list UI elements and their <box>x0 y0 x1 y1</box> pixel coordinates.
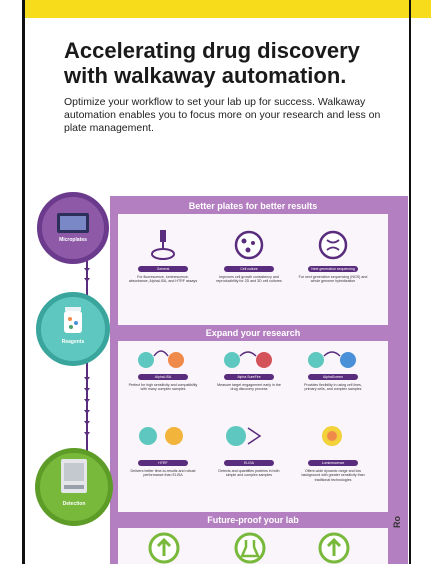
reagents-label: Reagents <box>61 339 85 345</box>
arrow-up-circle-icon <box>318 532 350 564</box>
plates-item-label: Cell culture <box>224 266 274 272</box>
left-border <box>22 0 25 564</box>
arrow-icon <box>84 388 90 392</box>
sequencing-dish-icon <box>318 230 348 260</box>
plates-item-desc: For next generation sequencing (NGS) and… <box>298 275 368 284</box>
research-item-elisa: ELISA Detects and quantifies proteins in… <box>214 460 284 478</box>
plates-item-desc: For fluorescence, luminescence, absorban… <box>128 275 198 284</box>
detection-label: Detection <box>62 501 86 507</box>
detection-circle: Detection <box>35 448 113 526</box>
research-item-desc: Perfect for high sensitivity and compati… <box>128 383 198 392</box>
reagent-tube-icon <box>64 307 82 333</box>
research-item-luminescence: Luminescence Offers wide dynamic range a… <box>298 460 368 482</box>
research-item-label: HTRF <box>138 460 188 466</box>
side-vertical-text: Ro <box>392 516 402 528</box>
upgrade-circle-icon <box>148 532 180 564</box>
research-item-desc: Measure target engagement early in the d… <box>217 383 281 392</box>
research-item-desc: Delivers better time-to-results and robu… <box>130 469 196 478</box>
research-item-alphalisa: AlphaLISA Perfect for high sensitivity a… <box>128 374 198 392</box>
microplate-icon <box>57 213 89 233</box>
plates-item-desc: Improves cell growth consistency and rep… <box>216 275 282 284</box>
research-item-label: AlphaLISA <box>138 374 188 380</box>
alphascreen-diagram-icon <box>308 351 356 368</box>
research-item-alphascreen: AlphaScreen Provides flexibility in usin… <box>298 374 368 392</box>
cell-culture-dish-icon <box>234 230 264 260</box>
detection-instrument-icon <box>61 459 87 493</box>
arrow-icon <box>84 268 90 272</box>
plates-item-label: General <box>138 266 188 272</box>
microplates-circle: Microplates <box>37 192 109 264</box>
surefire-diagram-icon <box>224 351 272 368</box>
elisa-diagram-icon <box>226 426 262 446</box>
reagents-circle: Reagents <box>36 292 110 366</box>
luminescence-diagram-icon <box>322 426 342 446</box>
htrf-diagram-icon <box>139 427 183 445</box>
intro-paragraph: Optimize your workflow to set your lab u… <box>64 96 381 134</box>
arrow-icon <box>84 410 90 414</box>
research-item-desc: Provides flexibility in using cell lines… <box>304 383 362 392</box>
arrow-icon <box>84 377 90 381</box>
arrow-icon <box>84 399 90 403</box>
section-heading-research: Expand your research <box>118 325 388 341</box>
research-item-label: AlphaScreen <box>308 374 358 380</box>
arrow-icon <box>84 421 90 425</box>
plates-item-general: General For fluorescence, luminescence, … <box>128 266 198 284</box>
research-item-htrf: HTRF Delivers better time-to-results and… <box>128 460 198 478</box>
flask-circle-icon <box>234 532 266 564</box>
research-item-label: ELISA <box>224 460 274 466</box>
plates-item-ngs: Next generation sequencing For next gene… <box>298 266 368 284</box>
top-yellow-bar <box>22 0 431 18</box>
section-heading-future: Future-proof your lab <box>118 512 388 528</box>
section-heading-plates: Better plates for better results <box>118 198 388 214</box>
microplates-label: Microplates <box>59 237 87 243</box>
research-item-label: Luminescence <box>308 460 358 466</box>
alphalisa-diagram-icon <box>138 350 184 368</box>
research-item-surefire: Alpha SureFire Measure target engagement… <box>214 374 284 392</box>
page-title: Accelerating drug discovery with walkawa… <box>64 38 360 88</box>
plates-item-label: Next generation sequencing <box>308 266 358 272</box>
pipette-plate-icon <box>151 230 175 260</box>
right-border <box>409 0 411 564</box>
plates-item-cell-culture: Cell culture Improves cell growth consis… <box>214 266 284 284</box>
research-item-desc: Offers wide dynamic range and low backgr… <box>301 469 365 482</box>
arrow-icon <box>84 432 90 436</box>
arrow-icon <box>84 278 90 282</box>
research-item-desc: Detects and quantifies proteins in both … <box>218 469 280 478</box>
research-item-label: Alpha SureFire <box>224 374 274 380</box>
